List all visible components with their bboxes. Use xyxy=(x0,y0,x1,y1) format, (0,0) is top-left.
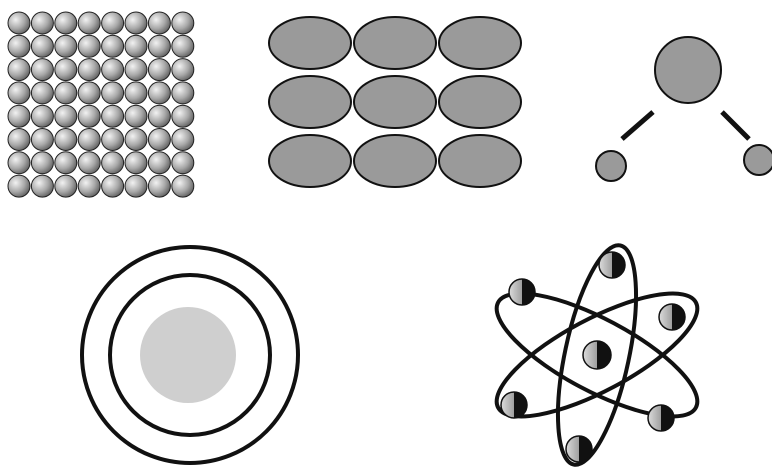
sphere-particle xyxy=(78,82,100,104)
ellipse-particle xyxy=(439,76,521,128)
bohr-nucleus xyxy=(140,307,236,403)
sphere-particle xyxy=(148,59,170,81)
sphere-particle xyxy=(8,105,30,127)
sphere-particle xyxy=(78,59,100,81)
sphere-particle xyxy=(102,82,124,104)
ellipse-particle xyxy=(354,17,436,69)
sphere-particle xyxy=(55,82,77,104)
sphere-particle xyxy=(31,82,53,104)
electron xyxy=(509,279,535,305)
bohr-atom-diagram xyxy=(82,247,298,463)
sphere-particle xyxy=(55,35,77,57)
electron xyxy=(501,392,527,418)
orbital-atom-diagram xyxy=(481,239,713,471)
ellipse-particle xyxy=(269,135,351,187)
sphere-particle xyxy=(55,175,77,197)
electron xyxy=(566,436,592,462)
sphere-particle xyxy=(78,12,100,34)
sphere-particle xyxy=(172,152,194,174)
sphere-particle xyxy=(172,129,194,151)
sphere-particle xyxy=(78,175,100,197)
sphere-particle xyxy=(172,82,194,104)
sphere-particle xyxy=(55,129,77,151)
sphere-particle xyxy=(31,35,53,57)
sphere-particle xyxy=(8,175,30,197)
sphere-particle xyxy=(125,152,147,174)
ellipse-particle xyxy=(269,17,351,69)
sphere-particle xyxy=(148,152,170,174)
electron xyxy=(599,252,625,278)
sphere-particle xyxy=(148,105,170,127)
sphere-particle xyxy=(102,152,124,174)
sphere-particle xyxy=(8,82,30,104)
sphere-particle xyxy=(31,12,53,34)
sphere-particle xyxy=(102,175,124,197)
sphere-particle xyxy=(172,35,194,57)
sphere-particle xyxy=(8,129,30,151)
molecule-small-atom-left xyxy=(596,151,626,181)
sphere-particle xyxy=(31,129,53,151)
sphere-particle xyxy=(78,152,100,174)
ellipse-particle xyxy=(354,135,436,187)
sphere-particle xyxy=(125,175,147,197)
sphere-particle xyxy=(102,59,124,81)
orbital-nucleus xyxy=(583,341,611,369)
sphere-particle xyxy=(31,105,53,127)
electron xyxy=(648,405,674,431)
molecule-diagram xyxy=(596,37,772,181)
sphere-particle xyxy=(78,105,100,127)
molecule-small-atom-right xyxy=(744,145,772,175)
sphere-particle xyxy=(8,35,30,57)
sphere-particle xyxy=(125,59,147,81)
sphere-particle xyxy=(55,59,77,81)
sphere-particle xyxy=(102,12,124,34)
molecule-central-atom xyxy=(655,37,721,103)
ellipse-particle xyxy=(269,76,351,128)
sphere-particle xyxy=(125,105,147,127)
sphere-particle xyxy=(148,175,170,197)
sphere-particle xyxy=(8,152,30,174)
sphere-particle xyxy=(31,175,53,197)
sphere-particle xyxy=(172,12,194,34)
sphere-particle xyxy=(125,35,147,57)
sphere-particle xyxy=(55,152,77,174)
sphere-particle xyxy=(148,35,170,57)
electron xyxy=(659,304,685,330)
sphere-particle xyxy=(102,35,124,57)
sphere-particle xyxy=(172,59,194,81)
sphere-particle xyxy=(125,129,147,151)
sphere-particle xyxy=(78,35,100,57)
sphere-particle xyxy=(55,12,77,34)
sphere-particle xyxy=(102,129,124,151)
sphere-particle xyxy=(55,105,77,127)
sphere-particle xyxy=(125,12,147,34)
sphere-particle xyxy=(172,175,194,197)
sphere-particle xyxy=(172,105,194,127)
sphere-grid xyxy=(8,12,194,197)
sphere-particle xyxy=(148,129,170,151)
ellipse-particle xyxy=(439,17,521,69)
molecule-bond-right xyxy=(722,112,749,139)
ellipse-particle xyxy=(354,76,436,128)
sphere-particle xyxy=(148,82,170,104)
molecule-bond-left xyxy=(622,112,653,139)
sphere-particle xyxy=(8,12,30,34)
ellipse-grid xyxy=(269,17,521,187)
sphere-particle xyxy=(78,129,100,151)
ellipse-particle xyxy=(439,135,521,187)
sphere-particle xyxy=(125,82,147,104)
sphere-particle xyxy=(31,59,53,81)
sphere-particle xyxy=(31,152,53,174)
sphere-particle xyxy=(148,12,170,34)
sphere-particle xyxy=(8,59,30,81)
sphere-particle xyxy=(102,105,124,127)
